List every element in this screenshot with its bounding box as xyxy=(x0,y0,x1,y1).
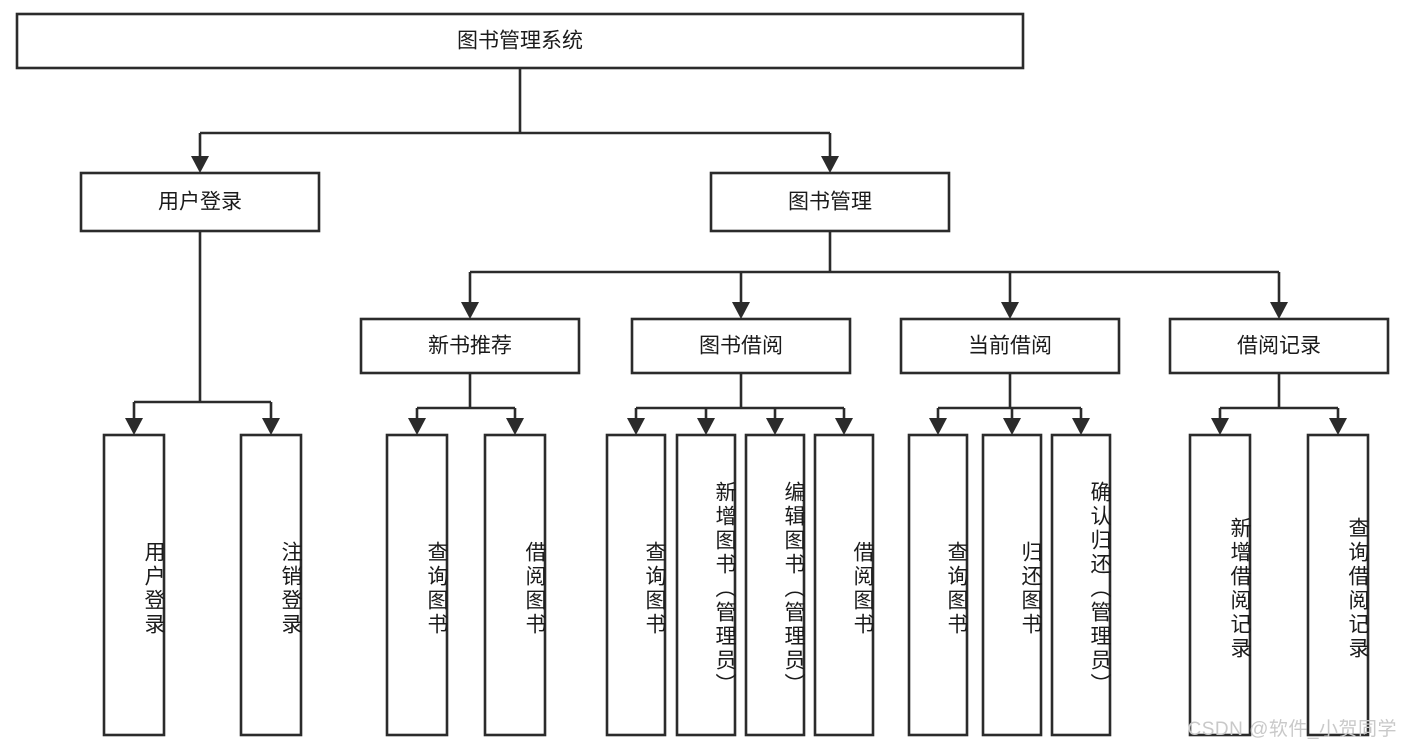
level3-node-label: 新书推荐 xyxy=(428,335,512,358)
node-rect xyxy=(675,433,737,737)
arrow-head-icon xyxy=(766,418,784,435)
connector-arrow xyxy=(835,408,853,435)
level3-node-1[interactable]: 图书借阅 xyxy=(630,317,852,375)
leaf-node-7[interactable] xyxy=(813,433,875,737)
level3-node-3[interactable]: 借阅记录 xyxy=(1168,317,1390,375)
leaf-node-4[interactable] xyxy=(605,433,667,737)
arrow-head-icon xyxy=(1001,302,1019,319)
connector-arrow xyxy=(1329,408,1347,435)
arrow-head-icon xyxy=(1270,302,1288,319)
arrow-head-icon xyxy=(1003,418,1021,435)
arrow-head-icon xyxy=(408,418,426,435)
node-rect xyxy=(1050,433,1112,737)
node-rect xyxy=(1168,317,1390,375)
level2-node-label: 图书管理 xyxy=(788,191,872,214)
node-rect xyxy=(239,433,303,737)
node-rect xyxy=(1306,433,1370,737)
node-rect xyxy=(899,317,1121,375)
connector-arrow xyxy=(1003,408,1021,435)
node-rect xyxy=(605,433,667,737)
arrow-head-icon xyxy=(835,418,853,435)
node-rect xyxy=(385,433,449,737)
leaf-node-5[interactable] xyxy=(675,433,737,737)
connector-arrow xyxy=(697,408,715,435)
node-rect xyxy=(483,433,547,737)
arrow-head-icon xyxy=(732,302,750,319)
arrow-head-icon xyxy=(929,418,947,435)
arrow-head-icon xyxy=(1211,418,1229,435)
connector-arrow xyxy=(1270,272,1288,319)
connector-arrow xyxy=(929,408,947,435)
node-rect xyxy=(981,433,1043,737)
node-rect xyxy=(15,12,1025,70)
node-rect xyxy=(709,171,951,233)
connector-arrow xyxy=(191,133,209,173)
leaf-node-2[interactable] xyxy=(385,433,449,737)
connector-arrow xyxy=(627,408,645,435)
level3-node-0[interactable]: 新书推荐 xyxy=(359,317,581,375)
node-rect xyxy=(1188,433,1252,737)
node-rect xyxy=(744,433,806,737)
arrow-head-icon xyxy=(697,418,715,435)
arrow-head-icon xyxy=(1072,418,1090,435)
connector-arrow xyxy=(506,408,524,435)
connector-arrow xyxy=(461,272,479,319)
level2-node-1[interactable]: 图书管理 xyxy=(709,171,951,233)
leaf-node-0[interactable] xyxy=(102,433,166,737)
connector-arrow xyxy=(766,408,784,435)
node-rect xyxy=(79,171,321,233)
arrow-head-icon xyxy=(506,418,524,435)
arrow-head-icon xyxy=(191,156,209,173)
csdn-watermark: CSDN @软件_小贺同学 xyxy=(1187,719,1397,740)
leaf-node-9[interactable] xyxy=(981,433,1043,737)
arrow-head-icon xyxy=(262,418,280,435)
connector-arrow xyxy=(1001,272,1019,319)
connector-layer xyxy=(125,68,1347,435)
arrow-head-icon xyxy=(1329,418,1347,435)
connector-arrow xyxy=(125,402,143,435)
leaf-node-3[interactable] xyxy=(483,433,547,737)
root-node-label: 图书管理系统 xyxy=(457,30,583,53)
node-rect xyxy=(359,317,581,375)
arrow-head-icon xyxy=(821,156,839,173)
level3-node-2[interactable]: 当前借阅 xyxy=(899,317,1121,375)
connector-arrow xyxy=(821,133,839,173)
connector-arrow xyxy=(732,272,750,319)
node-rect xyxy=(102,433,166,737)
connector-arrow xyxy=(408,408,426,435)
level3-node-label: 借阅记录 xyxy=(1237,335,1321,358)
leaf-node-10[interactable] xyxy=(1050,433,1112,737)
level2-node-label: 用户登录 xyxy=(158,191,242,214)
leaf-node-6[interactable] xyxy=(744,433,806,737)
connector-arrow xyxy=(1072,408,1090,435)
leaf-node-12[interactable] xyxy=(1306,433,1370,737)
node-rect xyxy=(813,433,875,737)
level2-node-0[interactable]: 用户登录 xyxy=(79,171,321,233)
root-node-图书管理系统[interactable]: 图书管理系统 xyxy=(15,12,1025,70)
arrow-head-icon xyxy=(627,418,645,435)
connector-arrow xyxy=(262,402,280,435)
leaf-node-11[interactable] xyxy=(1188,433,1252,737)
connector-arrow xyxy=(1211,408,1229,435)
node-rect xyxy=(907,433,969,737)
node-rect xyxy=(630,317,852,375)
arrow-head-icon xyxy=(125,418,143,435)
level3-node-label: 当前借阅 xyxy=(968,335,1052,358)
level3-node-label: 图书借阅 xyxy=(699,335,783,358)
leaf-node-8[interactable] xyxy=(907,433,969,737)
arrow-head-icon xyxy=(461,302,479,319)
leaf-node-1[interactable] xyxy=(239,433,303,737)
